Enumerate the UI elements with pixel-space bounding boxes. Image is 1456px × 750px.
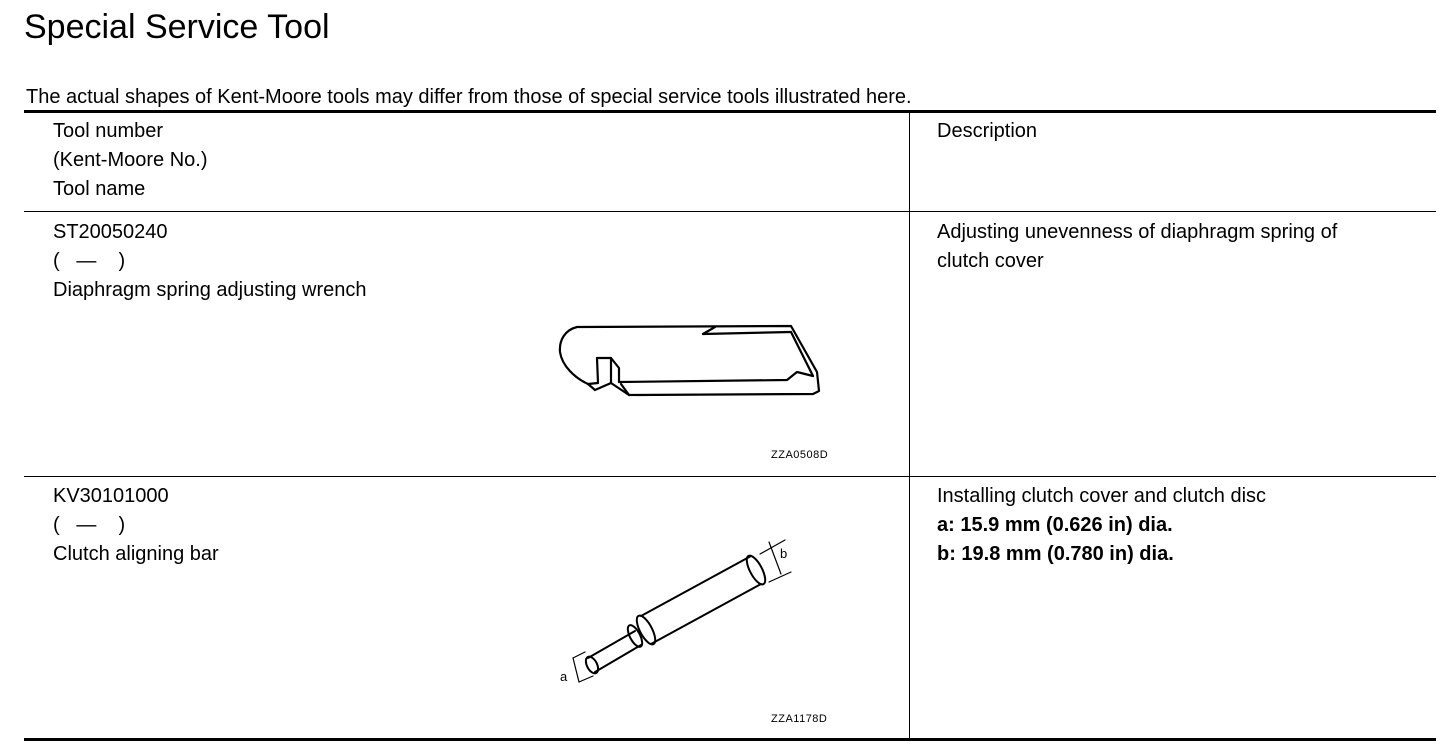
tool-number: ST20050240 [53,221,168,243]
dimension-label-b: b [780,546,788,561]
tool-name: Clutch aligning bar [53,543,219,565]
wrench-illustration-icon [558,324,821,397]
tool-number: KV30101000 [53,485,169,507]
description-line: Installing clutch cover and clutch disc [937,485,1267,507]
row2-description: Installing clutch cover and clutch disc … [937,482,1427,569]
row1-bottom-rule [24,476,1436,477]
table-bottom-rule [24,738,1436,741]
header-tool-name: Tool name [53,178,146,200]
table-row: ST20050240 ( — ) Diaphragm spring adjust… [53,218,367,305]
row1-description: Adjusting unevenness of diaphragm spring… [937,218,1427,276]
column-divider [909,111,910,740]
table-top-rule [24,110,1436,113]
description-line: Adjusting unevenness of diaphragm spring… [937,221,1338,243]
illustration-code: ZZA0508D [771,449,829,461]
header-kent-moore: (Kent-Moore No.) [53,149,208,171]
kent-moore-number: ( — ) [53,514,126,536]
intro-note: The actual shapes of Kent-Moore tools ma… [26,86,912,108]
kent-moore-number: ( — ) [53,250,126,272]
header-tool-number: Tool number [53,120,164,142]
dimension-label-a: a [560,669,568,684]
header-bottom-rule [24,211,1436,212]
header-description: Description [937,120,1038,142]
dimension-a: a: 15.9 mm (0.626 in) dia. [937,514,1173,536]
tool-name: Diaphragm spring adjusting wrench [53,279,367,301]
description-line: clutch cover [937,250,1044,272]
table-row: KV30101000 ( — ) Clutch aligning bar [53,482,219,569]
page-title: Special Service Tool [24,8,330,46]
header-description-cell: Description [937,117,1427,146]
aligning-bar-illustration-icon [572,539,792,683]
illustration-code: ZZA1178D [771,713,828,725]
header-tool-cell: Tool number (Kent-Moore No.) Tool name [53,117,208,204]
dimension-b: b: 19.8 mm (0.780 in) dia. [937,543,1174,565]
